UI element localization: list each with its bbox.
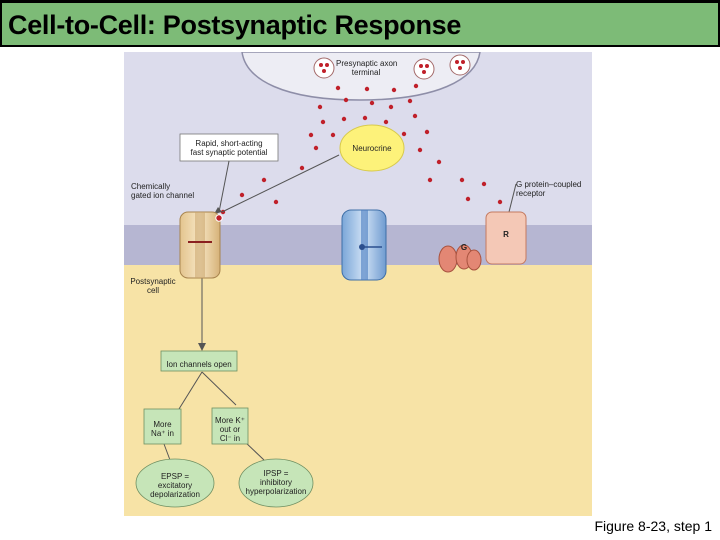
g-protein-coupled-receptor bbox=[485, 211, 527, 265]
neurocrine-label-bubble bbox=[339, 124, 405, 172]
chemically-gated-ion-channel bbox=[179, 211, 223, 279]
ion-channel-blue bbox=[341, 209, 387, 281]
neurocrine-label: Neurocrine bbox=[352, 144, 392, 153]
pointer-arrows bbox=[163, 154, 517, 461]
ion-open-branch-left bbox=[178, 371, 203, 410]
ion-channels-open-box bbox=[160, 350, 238, 372]
title-bar: Cell-to-Cell: Postsynaptic Response bbox=[0, 0, 720, 47]
synaptic-vesicle bbox=[313, 57, 335, 79]
vesicle-contents bbox=[319, 60, 465, 74]
ion-open-branch-right bbox=[201, 371, 237, 406]
rapid-response-box bbox=[179, 133, 279, 162]
figure-caption: Figure 8-23, step 1 bbox=[594, 518, 712, 534]
neurocrine-to-channel-arrow bbox=[221, 154, 340, 213]
title-background: Cell-to-Cell: Postsynaptic Response bbox=[2, 3, 718, 45]
more-na-box bbox=[143, 408, 182, 445]
g-protein-label: G bbox=[460, 243, 468, 252]
ipsp-oval bbox=[238, 458, 314, 508]
more-na-to-epsp bbox=[163, 443, 171, 461]
synaptic-vesicles bbox=[313, 54, 471, 80]
ligand-bound bbox=[215, 214, 223, 222]
epsp-oval bbox=[135, 458, 215, 508]
ion-channels-open-label: Ion channels open bbox=[166, 360, 232, 369]
gpcr-label-pointer bbox=[508, 183, 517, 213]
synaptic-vesicle bbox=[413, 58, 435, 80]
receptor-r-label: R bbox=[503, 230, 509, 239]
more-k-box bbox=[211, 407, 249, 445]
slide-title: Cell-to-Cell: Postsynaptic Response bbox=[8, 10, 462, 40]
rapid-box-pointer bbox=[218, 160, 230, 213]
g-protein bbox=[438, 244, 482, 273]
arrowheads bbox=[198, 207, 222, 351]
synaptic-vesicle bbox=[449, 54, 471, 76]
